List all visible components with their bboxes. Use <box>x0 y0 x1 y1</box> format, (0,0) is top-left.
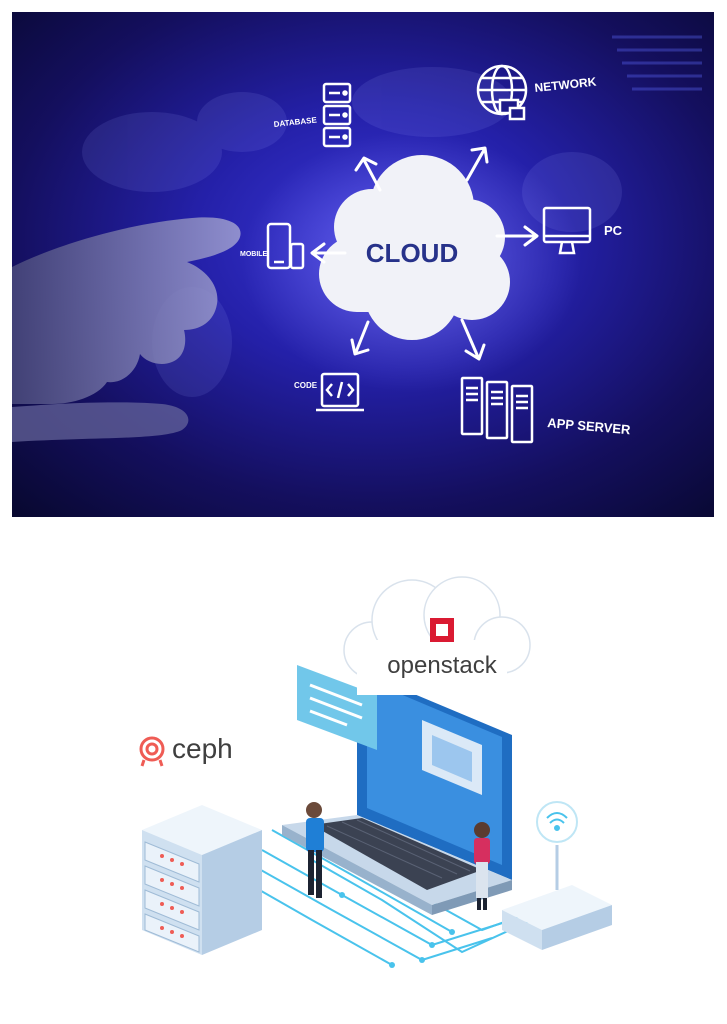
app-server-label: APP SERVER <box>547 415 632 437</box>
server-rack <box>142 805 262 955</box>
network-label: NETWORK <box>534 75 597 95</box>
app-server-icon <box>460 376 534 444</box>
ceph-logo-icon <box>139 736 165 767</box>
openstack-ceph-illustration: openstack ceph <box>139 576 612 968</box>
network-globe-icon <box>476 64 528 121</box>
decorative-lines <box>612 35 702 91</box>
circuit-lines <box>241 829 553 966</box>
pc-label: PC <box>604 223 623 238</box>
openstack-logo-text: openstack <box>387 652 497 679</box>
openstack-logo-icon <box>430 618 454 642</box>
cloud-label: CLOUD <box>366 238 458 268</box>
code-laptop-icon <box>316 372 364 412</box>
man-figure <box>306 802 324 898</box>
chat-panels <box>297 665 377 750</box>
mobile-label: MOBILE <box>240 251 268 258</box>
arrows <box>310 146 539 361</box>
woman-figure <box>474 822 490 910</box>
pc-monitor-icon <box>542 206 592 255</box>
pointing-hand <box>12 217 241 442</box>
cloud-shape <box>319 155 510 340</box>
database-icon <box>322 82 352 148</box>
wifi-icon <box>536 801 578 843</box>
code-label: CODE <box>294 381 318 390</box>
mobile-phone-icon <box>266 222 305 270</box>
ceph-logo-text: ceph <box>172 733 233 764</box>
router <box>502 845 612 950</box>
cloud-diagram-image: CLOUD DATABASE NETWORK PC <box>12 12 714 517</box>
laptop <box>282 670 512 915</box>
